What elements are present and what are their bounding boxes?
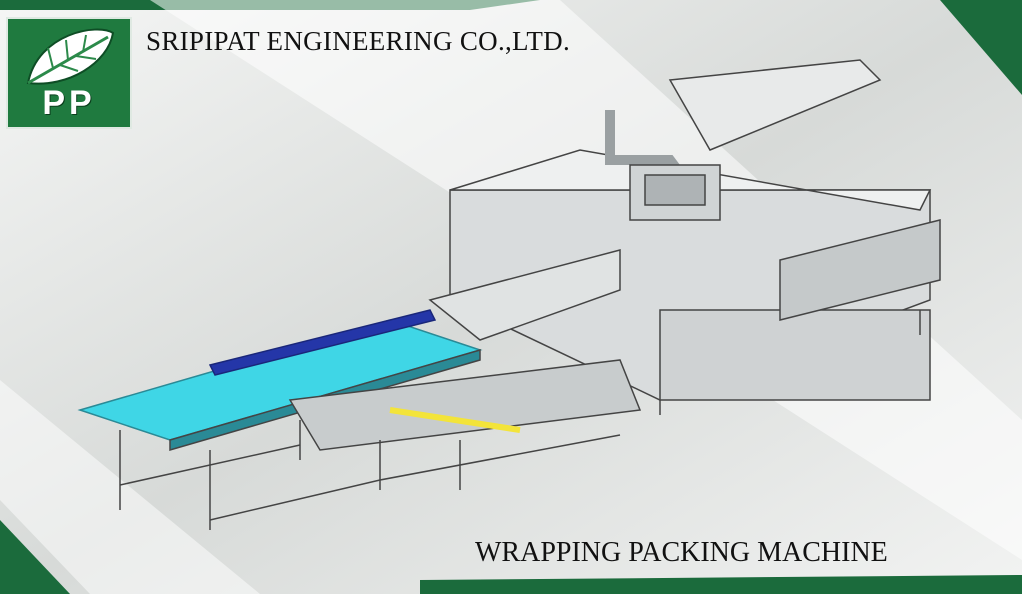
leaf-icon — [26, 28, 115, 85]
company-name: SRIPIPAT ENGINEERING CO.,LTD. — [146, 26, 570, 56]
logo-text: PP — [42, 84, 96, 122]
machine-illustration — [77, 59, 941, 530]
product-name: WRAPPING PACKING MACHINE — [475, 537, 888, 568]
company-logo: PP — [6, 17, 132, 129]
